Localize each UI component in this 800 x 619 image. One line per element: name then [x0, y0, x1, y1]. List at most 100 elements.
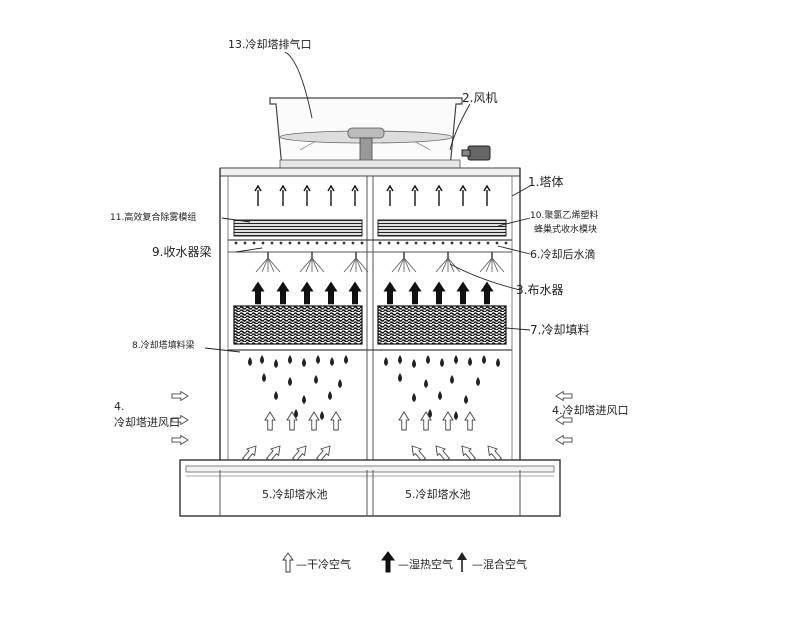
- water-basin: [180, 460, 560, 516]
- collector-dot: [307, 242, 310, 245]
- hot-air-arrow: [352, 186, 358, 206]
- water-drop: [274, 359, 278, 368]
- label-eliminator: 11.高效复合除雾模组: [110, 211, 196, 223]
- dry-air-arrow: [443, 412, 453, 430]
- collector-dot: [334, 242, 337, 245]
- collector-dot: [343, 242, 346, 245]
- collector-dot: [388, 242, 391, 245]
- inlet-air-arrow: [556, 392, 572, 401]
- spray-line: [436, 258, 448, 272]
- water-drop: [384, 357, 388, 366]
- label-fill: 7.冷却填料: [530, 323, 589, 337]
- hot-air-arrow: [460, 186, 466, 206]
- water-drop: [338, 379, 342, 388]
- water-drop: [262, 373, 266, 382]
- spray-line: [312, 258, 324, 272]
- hot-air-arrow: [301, 282, 313, 304]
- collector-dot: [379, 242, 382, 245]
- collector-dot: [406, 242, 409, 245]
- dry-air-arrow: [331, 412, 341, 430]
- collector-dot: [271, 242, 274, 245]
- water-drop: [260, 355, 264, 364]
- hot-air-arrow: [349, 282, 361, 304]
- spray-line: [300, 258, 312, 272]
- spray-line: [312, 258, 318, 272]
- spray-line: [350, 258, 356, 272]
- spray-line: [404, 258, 410, 272]
- label-fan: 2.风机: [462, 91, 497, 105]
- legend-dry-air-label: —干冷空气: [296, 557, 351, 571]
- legend-hot-air-icon: [382, 552, 394, 572]
- spray-line: [392, 258, 404, 272]
- spray-line: [492, 258, 504, 272]
- water-drop: [314, 375, 318, 384]
- hot-air-arrow: [412, 186, 418, 206]
- collector-dot: [361, 242, 364, 245]
- collector-dot: [442, 242, 445, 245]
- hot-air-arrow: [325, 282, 337, 304]
- collector-dot: [451, 242, 454, 245]
- water-drop: [454, 411, 458, 420]
- collector-dot: [415, 242, 418, 245]
- water-drop: [274, 391, 278, 400]
- dry-air-arrows-inside: [241, 412, 504, 463]
- label-collector-beam: 9.收水器梁: [152, 244, 211, 259]
- water-drop: [482, 355, 486, 364]
- hot-air-arrow: [252, 282, 264, 304]
- collector-dot: [352, 242, 355, 245]
- label-inlet-left-num: 4.: [114, 400, 125, 413]
- water-drop: [438, 391, 442, 400]
- label-exhaust: 13.冷却塔排气口: [228, 37, 312, 51]
- water-drop: [426, 355, 430, 364]
- water-drop: [476, 377, 480, 386]
- label-inlet-left: 冷却塔进风口: [114, 416, 180, 429]
- water-distributor: [228, 252, 512, 272]
- collector-dot: [316, 242, 319, 245]
- hot-air-arrow: [255, 186, 261, 206]
- water-drop: [464, 395, 468, 404]
- label-pvc-2: 蜂巢式收水模块: [534, 223, 597, 235]
- drift-eliminator: [234, 220, 506, 236]
- spray-line: [480, 258, 492, 272]
- inlet-air-arrow: [556, 436, 572, 445]
- spray-line: [268, 258, 274, 272]
- spray-line: [442, 258, 448, 272]
- water-drop: [468, 357, 472, 366]
- collector-dot: [262, 242, 265, 245]
- water-drop: [330, 357, 334, 366]
- inlet-air-arrow: [172, 392, 188, 401]
- legend-mixed-air-label: —混合空气: [472, 557, 527, 571]
- water-drop: [398, 355, 402, 364]
- inlet-arrows-right: [556, 392, 572, 445]
- collector-dot: [235, 242, 238, 245]
- label-tower: 1.塔体: [528, 175, 563, 189]
- collector-dot: [289, 242, 292, 245]
- hot-air-arrow: [384, 282, 396, 304]
- legend-dry-air-icon: [283, 553, 293, 572]
- hot-air-arrow: [277, 282, 289, 304]
- water-drop: [328, 391, 332, 400]
- spray-line: [492, 258, 498, 272]
- spray-line: [356, 258, 362, 272]
- water-drop: [440, 358, 444, 367]
- label-basin-right: 5.冷却塔水池: [405, 488, 471, 501]
- hot-air-arrow: [481, 282, 493, 304]
- water-drop: [412, 359, 416, 368]
- water-drop: [344, 355, 348, 364]
- spray-line: [268, 258, 280, 272]
- hot-air-arrow: [484, 186, 490, 206]
- dry-air-arrow: [399, 412, 409, 430]
- hot-air-arrow: [436, 186, 442, 206]
- spray-line: [306, 258, 312, 272]
- spray-line: [356, 258, 368, 272]
- dry-air-arrow: [265, 412, 275, 430]
- dry-air-arrow: [465, 412, 475, 430]
- collector-dot: [433, 242, 436, 245]
- spray-line: [404, 258, 416, 272]
- water-drop: [302, 395, 306, 404]
- collector-dot: [397, 242, 400, 245]
- hot-air-arrow: [409, 282, 421, 304]
- water-drop: [320, 411, 324, 420]
- collector-beam: [228, 240, 512, 244]
- hot-air-arrow: [457, 282, 469, 304]
